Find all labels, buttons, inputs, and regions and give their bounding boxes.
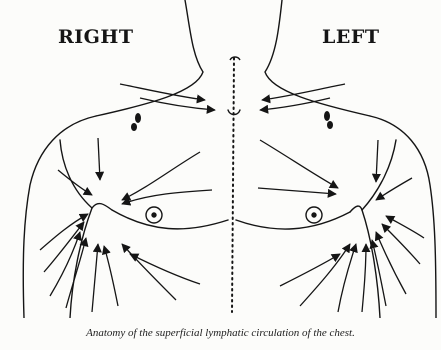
flow-arrow <box>338 244 356 312</box>
flow-arrow <box>50 232 80 296</box>
flow-arrow <box>120 84 205 100</box>
flow-arrow <box>260 140 338 188</box>
flow-arrow <box>130 254 200 284</box>
pectoral-lower-left <box>236 212 350 229</box>
deltoid-line-right <box>60 140 92 208</box>
figure-caption: Anatomy of the superficial lymphatic cir… <box>0 327 441 339</box>
nipple-left <box>306 207 322 223</box>
label-right-side: RIGHT <box>58 26 134 48</box>
shoulder-outline-right <box>23 116 96 318</box>
flow-arrow <box>58 170 92 195</box>
label-left-side: LEFT <box>322 26 379 48</box>
flow-arrow <box>376 232 406 294</box>
flow-arrow <box>92 244 98 312</box>
flow-arrow <box>98 138 100 180</box>
neck-left-side <box>96 0 203 116</box>
sternum-dotted-line <box>232 58 234 312</box>
flow-arrow <box>122 152 200 200</box>
deltoid-line-left <box>362 140 396 210</box>
flow-arrow <box>66 238 86 308</box>
flow-arrow <box>300 244 350 306</box>
flow-arrow <box>258 188 336 194</box>
flow-arrow <box>260 98 330 110</box>
axilla-line-left <box>350 206 362 212</box>
flow-arrow <box>104 246 118 306</box>
neck-right-side <box>265 0 370 116</box>
flow-arrow <box>362 244 366 312</box>
axilla-line-right <box>92 204 112 210</box>
flow-arrow <box>376 140 378 182</box>
pectoral-lower-right <box>112 210 228 229</box>
arm-inner-right <box>70 208 92 318</box>
throat-mark <box>230 57 240 60</box>
flow-arrow <box>376 178 412 200</box>
nipple-right <box>146 207 162 223</box>
